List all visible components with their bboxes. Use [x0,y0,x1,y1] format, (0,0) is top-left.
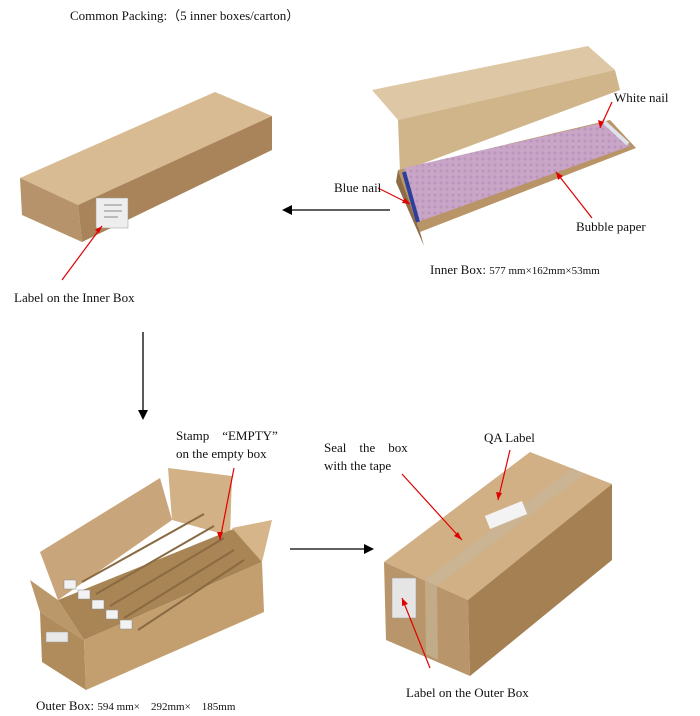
outer-label-pointer [401,597,431,669]
qa-label-pointer [497,449,511,501]
inner-box-title: Inner Box: [430,262,486,277]
outer-box-open-image [30,468,272,690]
bubble-paper-label: Bubble paper [576,219,646,234]
qa-label-text: QA Label [484,430,535,445]
bubble-paper-pointer [555,171,593,219]
outer-box-title: Outer Box: [36,698,95,713]
page-heading: Common Packing:（5 inner boxes/carton） [70,8,300,23]
inner-box-dims: 577 mm×162mm×53mm [489,265,600,277]
seal-box-line1: Seal the box [324,440,408,455]
white-nail-strip [600,118,630,146]
blue-nail-label: Blue nail [334,180,382,195]
seal-tape-pointer [401,473,463,541]
seal-box-line2: with the tape [324,458,392,473]
inner-box-closed-image [20,92,272,242]
stamp-empty-line2: on the empty box [176,446,267,461]
inner-box-label-sticker [95,197,129,229]
label-on-inner-box-text: Label on the Inner Box [14,290,135,305]
arrow-right-head [364,544,374,554]
blue-nail-strip [402,171,420,223]
stamp-empty-line1: Stamp “EMPTY” [176,428,278,443]
inner-box-dimensions: Inner Box: 577 mm×162mm×53mm [430,262,600,279]
label-on-outer-box-text: Label on the Outer Box [406,685,529,700]
inner-label-pointer [61,225,103,281]
arrow-left-head [282,205,292,215]
outer-box-label-sticker [391,577,417,619]
arrow-down-head [138,410,148,420]
qa-label-sticker [484,501,528,529]
outer-box-dims: 594 mm× 292mm× 185mm [97,701,236,713]
stamp-empty-pointer [219,467,235,541]
outer-box-dimensions: Outer Box: 594 mm× 292mm× 185mm [36,698,235,715]
inner-box-open-image [372,46,636,246]
outer-box-closed-image [384,452,612,676]
white-nail-label: White nail [614,90,669,105]
